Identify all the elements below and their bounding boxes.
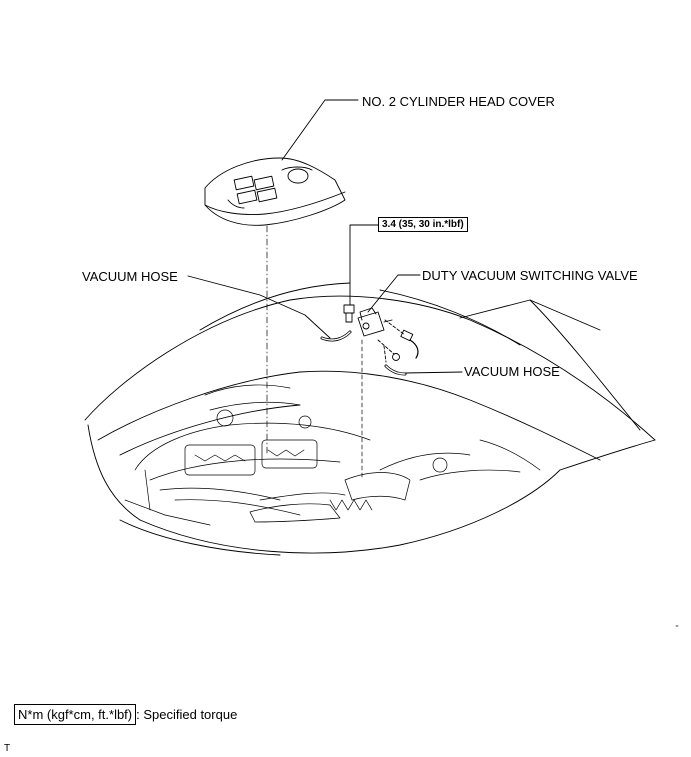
vacuum-hose-left-label: VACUUM HOSE <box>82 269 178 284</box>
torque-spec-label: 3.4 (35, 30 in.*lbf) <box>378 217 468 232</box>
legend-meaning: : Specified torque <box>136 707 238 722</box>
car-body-outline <box>84 282 656 556</box>
dvsv-part <box>357 307 393 337</box>
torque-legend: N*m (kgf*cm, ft.*lbf): Specified torque <box>14 704 238 725</box>
bolt-part <box>343 304 355 323</box>
head-cover-part <box>204 157 346 226</box>
corner-mark: T <box>4 743 11 754</box>
head-cover-label: NO. 2 CYLINDER HEAD COVER <box>362 94 555 109</box>
legend-unit-box: N*m (kgf*cm, ft.*lbf) <box>14 704 137 725</box>
dvsv-label: DUTY VACUUM SWITCHING VALVE <box>422 268 638 283</box>
vacuum-hose-right-label: VACUUM HOSE <box>464 364 560 379</box>
engine-bay <box>124 384 541 526</box>
